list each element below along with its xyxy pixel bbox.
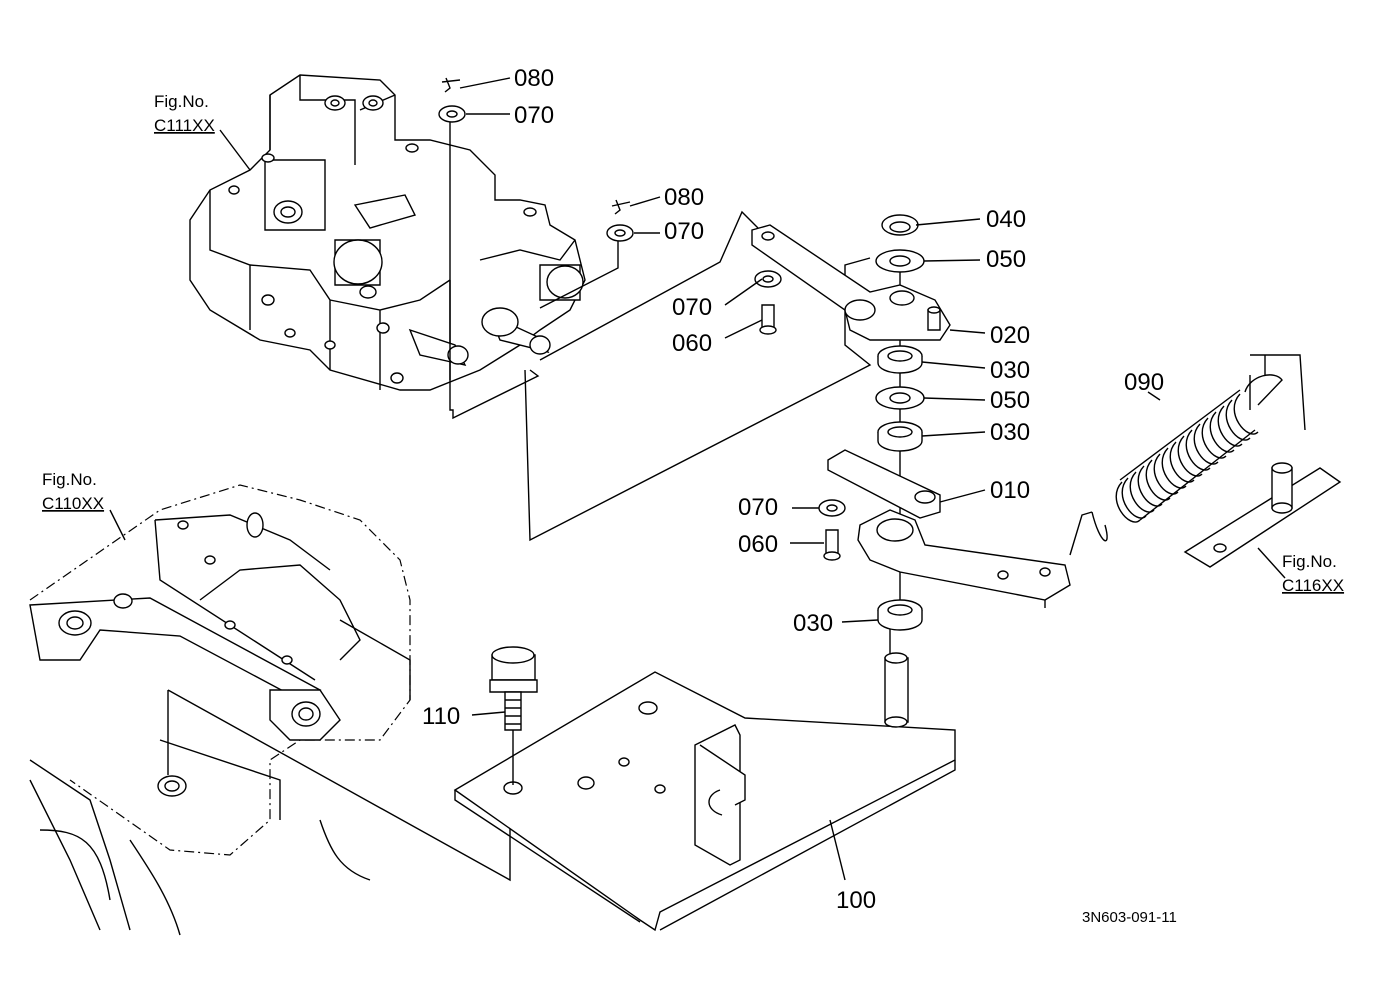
- part-label-070: 070: [664, 218, 704, 245]
- part-label-080: 080: [664, 184, 704, 211]
- fig-ref-c116-line1: Fig.No.: [1282, 552, 1337, 571]
- fig-ref-c111-line2: C111XX: [154, 116, 215, 135]
- part-label-030: 030: [793, 610, 833, 637]
- part-label-030: 030: [990, 357, 1030, 384]
- washer-070c: [754, 270, 782, 288]
- part-label-070: 070: [514, 102, 554, 129]
- plate-100: [453, 652, 956, 932]
- fig-ref-c116-line2: C116XX: [1282, 576, 1344, 595]
- lever-020: [751, 224, 951, 341]
- spring-bracket: [1183, 462, 1342, 568]
- valve-body: [189, 74, 586, 391]
- part-label-070: 070: [672, 294, 712, 321]
- part-label-050: 050: [986, 246, 1026, 273]
- part-label-070: 070: [738, 494, 778, 521]
- washer-070d: [818, 499, 846, 517]
- part-label-060: 060: [738, 531, 778, 558]
- callout-leaders: [109, 77, 1286, 881]
- washer-050a: [875, 249, 925, 273]
- frame: [29, 484, 411, 936]
- split-pin-080b: [611, 199, 631, 215]
- arm-010: [827, 449, 1071, 608]
- fig-ref-c110-line1: Fig.No.: [42, 470, 97, 489]
- split-pin-080a: [441, 77, 461, 93]
- spring-090: [1069, 374, 1283, 556]
- fig-ref-c111-line1: Fig.No.: [154, 92, 209, 111]
- washer-070a: [438, 105, 466, 123]
- washer-070b: [606, 224, 634, 242]
- part-label-050: 050: [990, 387, 1030, 414]
- part-label-030: 030: [990, 419, 1030, 446]
- part-label-020: 020: [990, 322, 1030, 349]
- part-label-080: 080: [514, 65, 554, 92]
- bolt-110: [489, 646, 538, 785]
- part-label-110: 110: [422, 703, 460, 730]
- drawing-code: 3N603-091-11: [1082, 909, 1177, 926]
- part-label-040: 040: [986, 206, 1026, 233]
- part-label-090: 090: [1124, 369, 1164, 396]
- part-label-060: 060: [672, 330, 712, 357]
- fig-ref-c110-line2: C110XX: [42, 494, 104, 513]
- part-label-010: 010: [990, 477, 1030, 504]
- small-parts: [438, 77, 925, 631]
- part-label-100: 100: [836, 887, 876, 914]
- washer-050b: [875, 386, 925, 410]
